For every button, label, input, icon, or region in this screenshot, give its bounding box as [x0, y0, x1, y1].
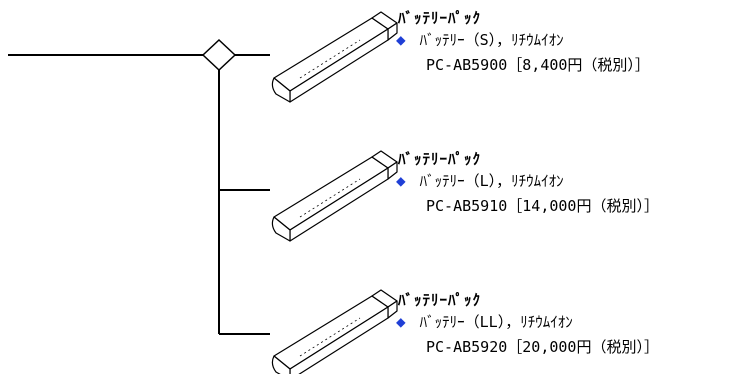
diamond-bullet-icon: ◆ [396, 171, 406, 190]
battery-pack-icon [271, 289, 398, 374]
product-entry-1: ﾊﾞｯﾃﾘｰﾊﾟｯｸ ◆ ﾊﾞｯﾃﾘｰ（S），ﾘﾁｳﾑｲｵﾝ PC-AB5900［… [396, 9, 650, 78]
product-description: ﾊﾞｯﾃﾘｰ（LL），ﾘﾁｳﾑｲｵﾝ [419, 313, 573, 331]
product-description: ﾊﾞｯﾃﾘｰ（S），ﾘﾁｳﾑｲｵﾝ [419, 31, 564, 49]
battery-pack-icon [271, 11, 398, 103]
battery-pack-icon [271, 150, 398, 242]
product-spec-line: ◆ ﾊﾞｯﾃﾘｰ（LL），ﾘﾁｳﾑｲｵﾝ [396, 309, 659, 335]
diamond-icon [201, 38, 237, 72]
product-title: ﾊﾞｯﾃﾘｰﾊﾟｯｸ [398, 9, 482, 27]
product-description: ﾊﾞｯﾃﾘｰ（L），ﾘﾁｳﾑｲｵﾝ [419, 172, 564, 190]
product-entry-3: ﾊﾞｯﾃﾘｰﾊﾟｯｸ ◆ ﾊﾞｯﾃﾘｰ（LL），ﾘﾁｳﾑｲｵﾝ PC-AB5920… [396, 291, 659, 360]
product-title: ﾊﾞｯﾃﾘｰﾊﾟｯｸ [398, 150, 482, 168]
diamond-bullet-icon: ◆ [396, 30, 406, 49]
product-title: ﾊﾞｯﾃﾘｰﾊﾟｯｸ [398, 291, 482, 309]
diamond-bullet-icon: ◆ [396, 312, 406, 331]
product-model: PC-AB5900［8,400円（税別）］ [426, 56, 650, 74]
product-model: PC-AB5910［14,000円（税別）］ [426, 197, 659, 215]
product-spec-line: ◆ ﾊﾞｯﾃﾘｰ（L），ﾘﾁｳﾑｲｵﾝ [396, 168, 659, 194]
product-model: PC-AB5920［20,000円（税別）］ [426, 338, 659, 356]
product-entry-2: ﾊﾞｯﾃﾘｰﾊﾟｯｸ ◆ ﾊﾞｯﾃﾘｰ（L），ﾘﾁｳﾑｲｵﾝ PC-AB5910［… [396, 150, 659, 219]
product-spec-line: ◆ ﾊﾞｯﾃﾘｰ（S），ﾘﾁｳﾑｲｵﾝ [396, 27, 650, 53]
